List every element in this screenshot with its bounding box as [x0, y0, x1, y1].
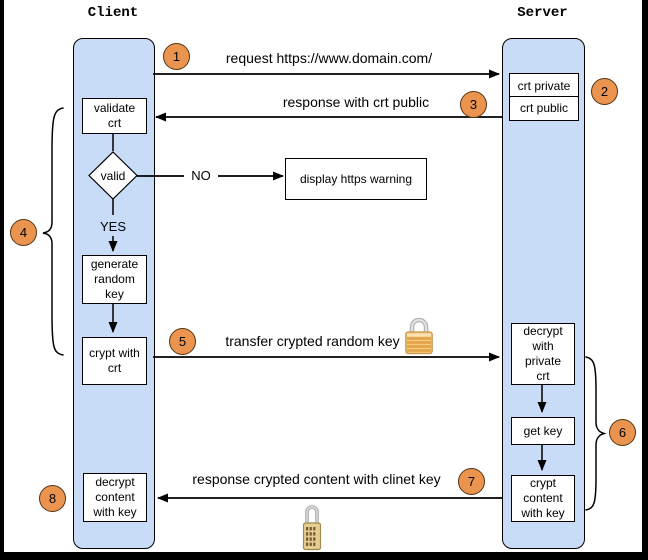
https-warning-node: display https warning: [285, 158, 427, 200]
step-badge-4: 4: [10, 219, 37, 246]
step-badge-2: 2: [591, 78, 618, 105]
server-title: Server: [517, 5, 568, 21]
frame-right: [642, 0, 648, 560]
response-public-message-label: response with crt public: [282, 94, 430, 110]
step-badge-5: 5: [169, 328, 196, 355]
validate-crt-node: validate crt: [82, 98, 147, 134]
decrypt-private-node: decrypt with private crt: [511, 323, 575, 385]
client-title: Client: [87, 5, 139, 21]
response-content-message-label: response crypted content with clinet key: [192, 471, 441, 487]
transfer-key-message-label: transfer crypted random key: [225, 333, 400, 349]
step-badge-6: 6: [609, 419, 636, 446]
frame-bottom: [0, 552, 648, 560]
valid-decision-label: valid: [100, 169, 126, 183]
crt-public-node: crt public: [509, 96, 579, 121]
crt-private-node: crt private: [509, 73, 579, 99]
step-badge-7: 7: [458, 468, 485, 495]
gold-padlock-icon: [405, 317, 433, 355]
no-label: NO: [184, 169, 218, 183]
step-badge-1: 1: [163, 43, 190, 70]
step-badge-8: 8: [39, 485, 66, 512]
crypt-content-node: crypt content with key: [511, 475, 575, 522]
decrypt-content-node: decrypt content with key: [83, 473, 147, 522]
generate-key-node: generate random key: [82, 255, 147, 304]
frame-left: [0, 0, 4, 560]
crypt-with-crt-node: crypt with crt: [82, 337, 147, 385]
step-badge-3: 3: [460, 91, 487, 118]
request-message-label: request https://www.domain.com/: [225, 50, 433, 66]
client-steps-brace: [42, 107, 64, 356]
server-steps-brace: [585, 356, 607, 511]
yes-label: YES: [99, 219, 126, 234]
get-key-node: get key: [511, 417, 575, 445]
combination-lock-icon: [302, 505, 322, 551]
